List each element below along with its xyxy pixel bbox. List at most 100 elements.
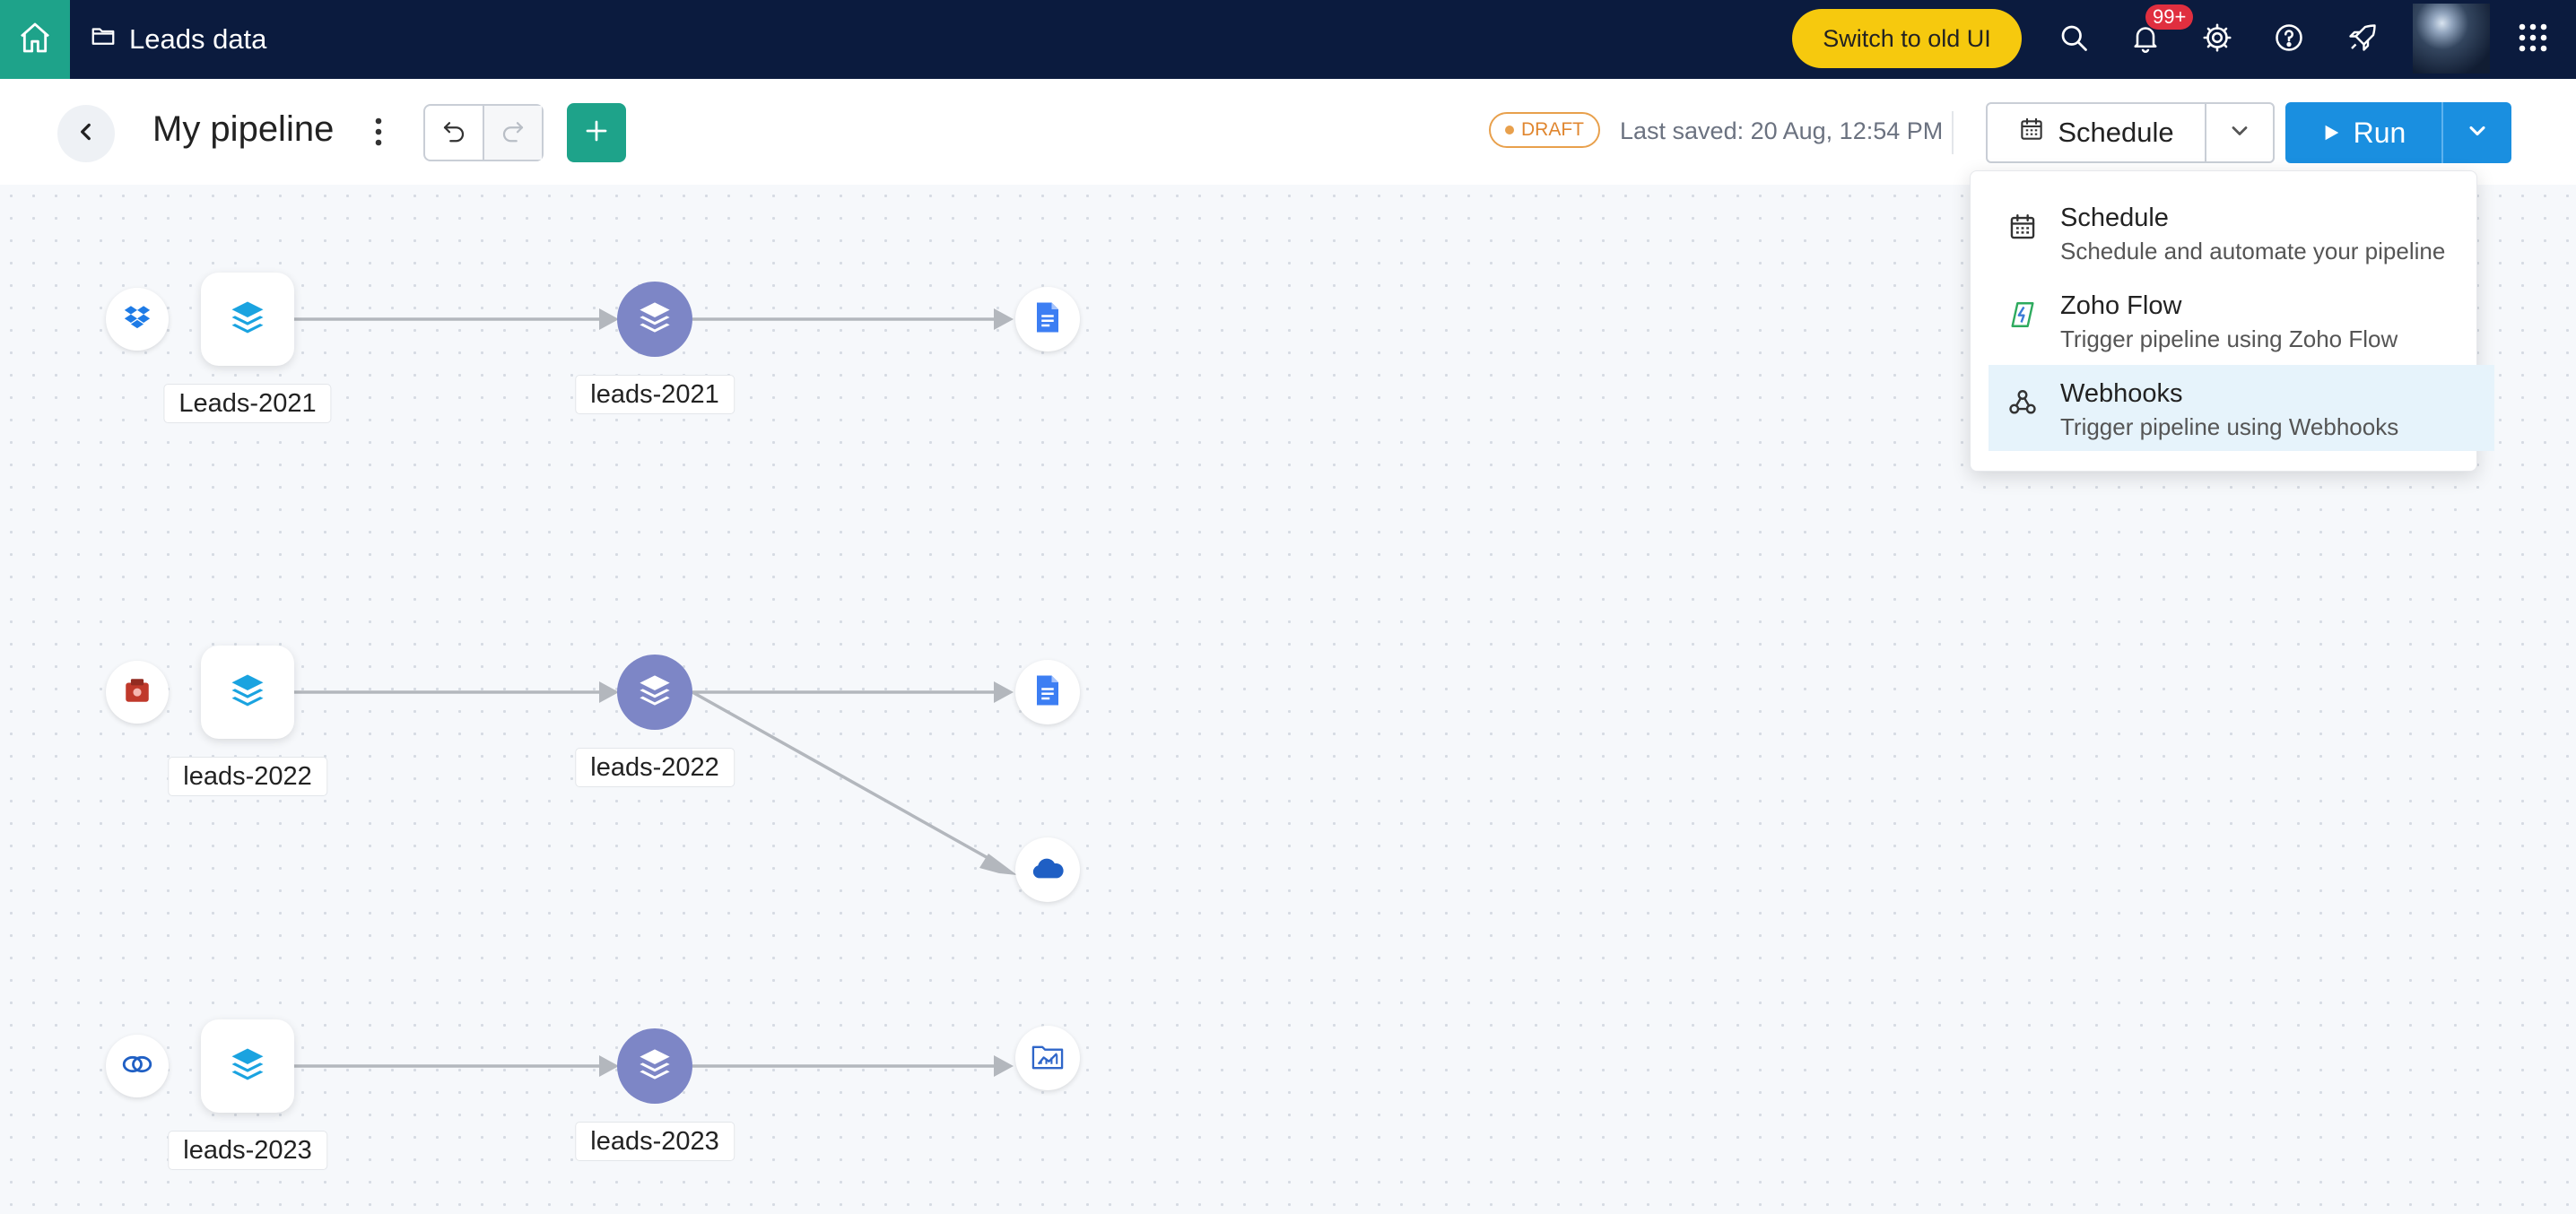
dataset-node[interactable]: [201, 273, 294, 366]
edge-arrow: [599, 681, 619, 703]
more-vertical-icon: [374, 117, 383, 152]
calendar-icon: [2018, 116, 2045, 150]
onedrive-icon: [1030, 855, 1066, 885]
source-node-dropbox[interactable]: [106, 288, 169, 351]
rocket-icon: [2346, 22, 2379, 58]
gear-icon: [2201, 22, 2233, 58]
settings-button[interactable]: [2197, 20, 2237, 59]
add-stage-button[interactable]: [567, 103, 626, 162]
chevron-left-icon: [74, 120, 98, 148]
source-node-box[interactable]: [106, 661, 169, 724]
stage-node[interactable]: [617, 655, 692, 730]
launch-button[interactable]: [2343, 20, 2382, 59]
redo-icon: [500, 117, 527, 149]
stage-label[interactable]: leads-2022: [575, 748, 735, 787]
dataset-label[interactable]: leads-2022: [168, 757, 327, 796]
toolbar-divider: [1952, 111, 1954, 154]
plus-icon: [583, 117, 610, 149]
edge-arrow: [599, 1055, 619, 1077]
menu-item-title: Schedule: [2060, 204, 2169, 232]
switch-to-old-ui-button[interactable]: Switch to old UI: [1792, 9, 2022, 68]
last-saved-text: Last saved: 20 Aug, 12:54 PM: [1620, 117, 1944, 144]
run-button[interactable]: Run: [2285, 102, 2441, 163]
layers-icon: [637, 1046, 673, 1087]
google-docs-icon: [1034, 674, 1061, 711]
layers-icon: [229, 299, 266, 341]
notifications-button[interactable]: [2126, 20, 2165, 59]
redo-button[interactable]: [483, 106, 542, 160]
box-icon: [122, 675, 152, 710]
notification-badge: 99+: [2145, 4, 2194, 30]
edge-arrow: [979, 854, 1017, 875]
undo-redo-group: [423, 104, 544, 161]
layers-icon: [229, 672, 266, 714]
run-dropdown-toggle[interactable]: [2441, 102, 2511, 163]
link-icon: [121, 1051, 153, 1082]
help-icon: [2273, 22, 2305, 58]
home-button[interactable]: [0, 0, 70, 79]
apps-menu-button[interactable]: [2513, 20, 2553, 59]
bell-icon: [2129, 22, 2162, 58]
draft-status-badge: DRAFT: [1489, 112, 1600, 148]
back-button[interactable]: [57, 105, 115, 162]
stage-node[interactable]: [617, 282, 692, 357]
search-button[interactable]: [2054, 20, 2093, 59]
user-avatar[interactable]: [2413, 4, 2490, 74]
stage-label[interactable]: leads-2021: [575, 375, 735, 414]
edge-arrow: [599, 308, 619, 330]
menu-item-description: Trigger pipeline using Zoho Flow: [2060, 325, 2398, 352]
edge-arrow: [994, 1055, 1014, 1077]
schedule-button-label: Schedule: [2058, 117, 2174, 148]
layers-icon: [229, 1045, 266, 1088]
folder-icon: [90, 22, 117, 56]
chevron-down-icon: [2465, 118, 2490, 148]
edge: [692, 690, 1000, 866]
layers-icon: [637, 672, 673, 713]
schedule-dropdown-toggle[interactable]: [2205, 104, 2273, 161]
run-button-label: Run: [2353, 116, 2406, 149]
menu-item-zoho-flow[interactable]: Zoho Flow Trigger pipeline using Zoho Fl…: [1989, 277, 2459, 363]
layers-icon: [637, 299, 673, 340]
home-icon: [17, 20, 53, 60]
schedule-button[interactable]: Schedule: [1988, 104, 2205, 161]
webhook-icon: [2006, 386, 2039, 419]
top-bar: Leads data Switch to old UI 99+: [0, 0, 2576, 79]
destination-node-onedrive[interactable]: [1015, 837, 1080, 902]
menu-item-title: Webhooks: [2060, 379, 2183, 408]
stage-node[interactable]: [617, 1028, 692, 1104]
edge-arrow: [994, 308, 1014, 330]
zoho-analytics-icon: [1031, 1041, 1065, 1076]
pipeline-toolbar: My pipeline DRAFT Last saved: 20 Aug, 12…: [0, 79, 2576, 185]
destination-node-google-docs[interactable]: [1015, 287, 1080, 351]
stage-label[interactable]: leads-2023: [575, 1122, 735, 1161]
google-docs-icon: [1034, 301, 1061, 338]
schedule-button-group: Schedule: [1986, 102, 2275, 163]
workspace-title-text: Leads data: [129, 23, 267, 55]
undo-button[interactable]: [425, 106, 483, 160]
play-icon: [2321, 117, 2341, 150]
dataset-label[interactable]: Leads-2021: [163, 384, 332, 423]
dataset-node[interactable]: [201, 646, 294, 739]
app-grid-icon: [2517, 22, 2549, 58]
menu-item-description: Schedule and automate your pipeline: [2060, 238, 2446, 264]
run-options-menu: Schedule Schedule and automate your pipe…: [1970, 170, 2494, 472]
pipeline-title[interactable]: My pipeline: [152, 109, 335, 149]
menu-item-schedule[interactable]: Schedule Schedule and automate your pipe…: [1989, 189, 2459, 275]
destination-node-google-docs[interactable]: [1015, 660, 1080, 724]
more-options-button[interactable]: [361, 111, 396, 156]
dataset-label[interactable]: leads-2023: [168, 1131, 327, 1170]
status-dot: [1505, 126, 1514, 134]
search-icon: [2058, 22, 2090, 58]
undo-icon: [440, 117, 467, 149]
destination-node-zoho-analytics[interactable]: [1015, 1026, 1080, 1090]
workspace-title[interactable]: Leads data: [90, 0, 266, 79]
dataset-node[interactable]: [201, 1019, 294, 1113]
dropbox-icon: [122, 302, 152, 337]
menu-item-webhooks[interactable]: Webhooks Trigger pipeline using Webhooks: [1989, 365, 2494, 451]
run-button-group: Run: [2285, 102, 2511, 163]
source-node-link[interactable]: [106, 1035, 169, 1097]
help-button[interactable]: [2269, 20, 2309, 59]
zoho-flow-icon: [2006, 299, 2039, 331]
calendar-icon: [2006, 211, 2039, 243]
menu-item-description: Trigger pipeline using Webhooks: [2060, 413, 2399, 440]
